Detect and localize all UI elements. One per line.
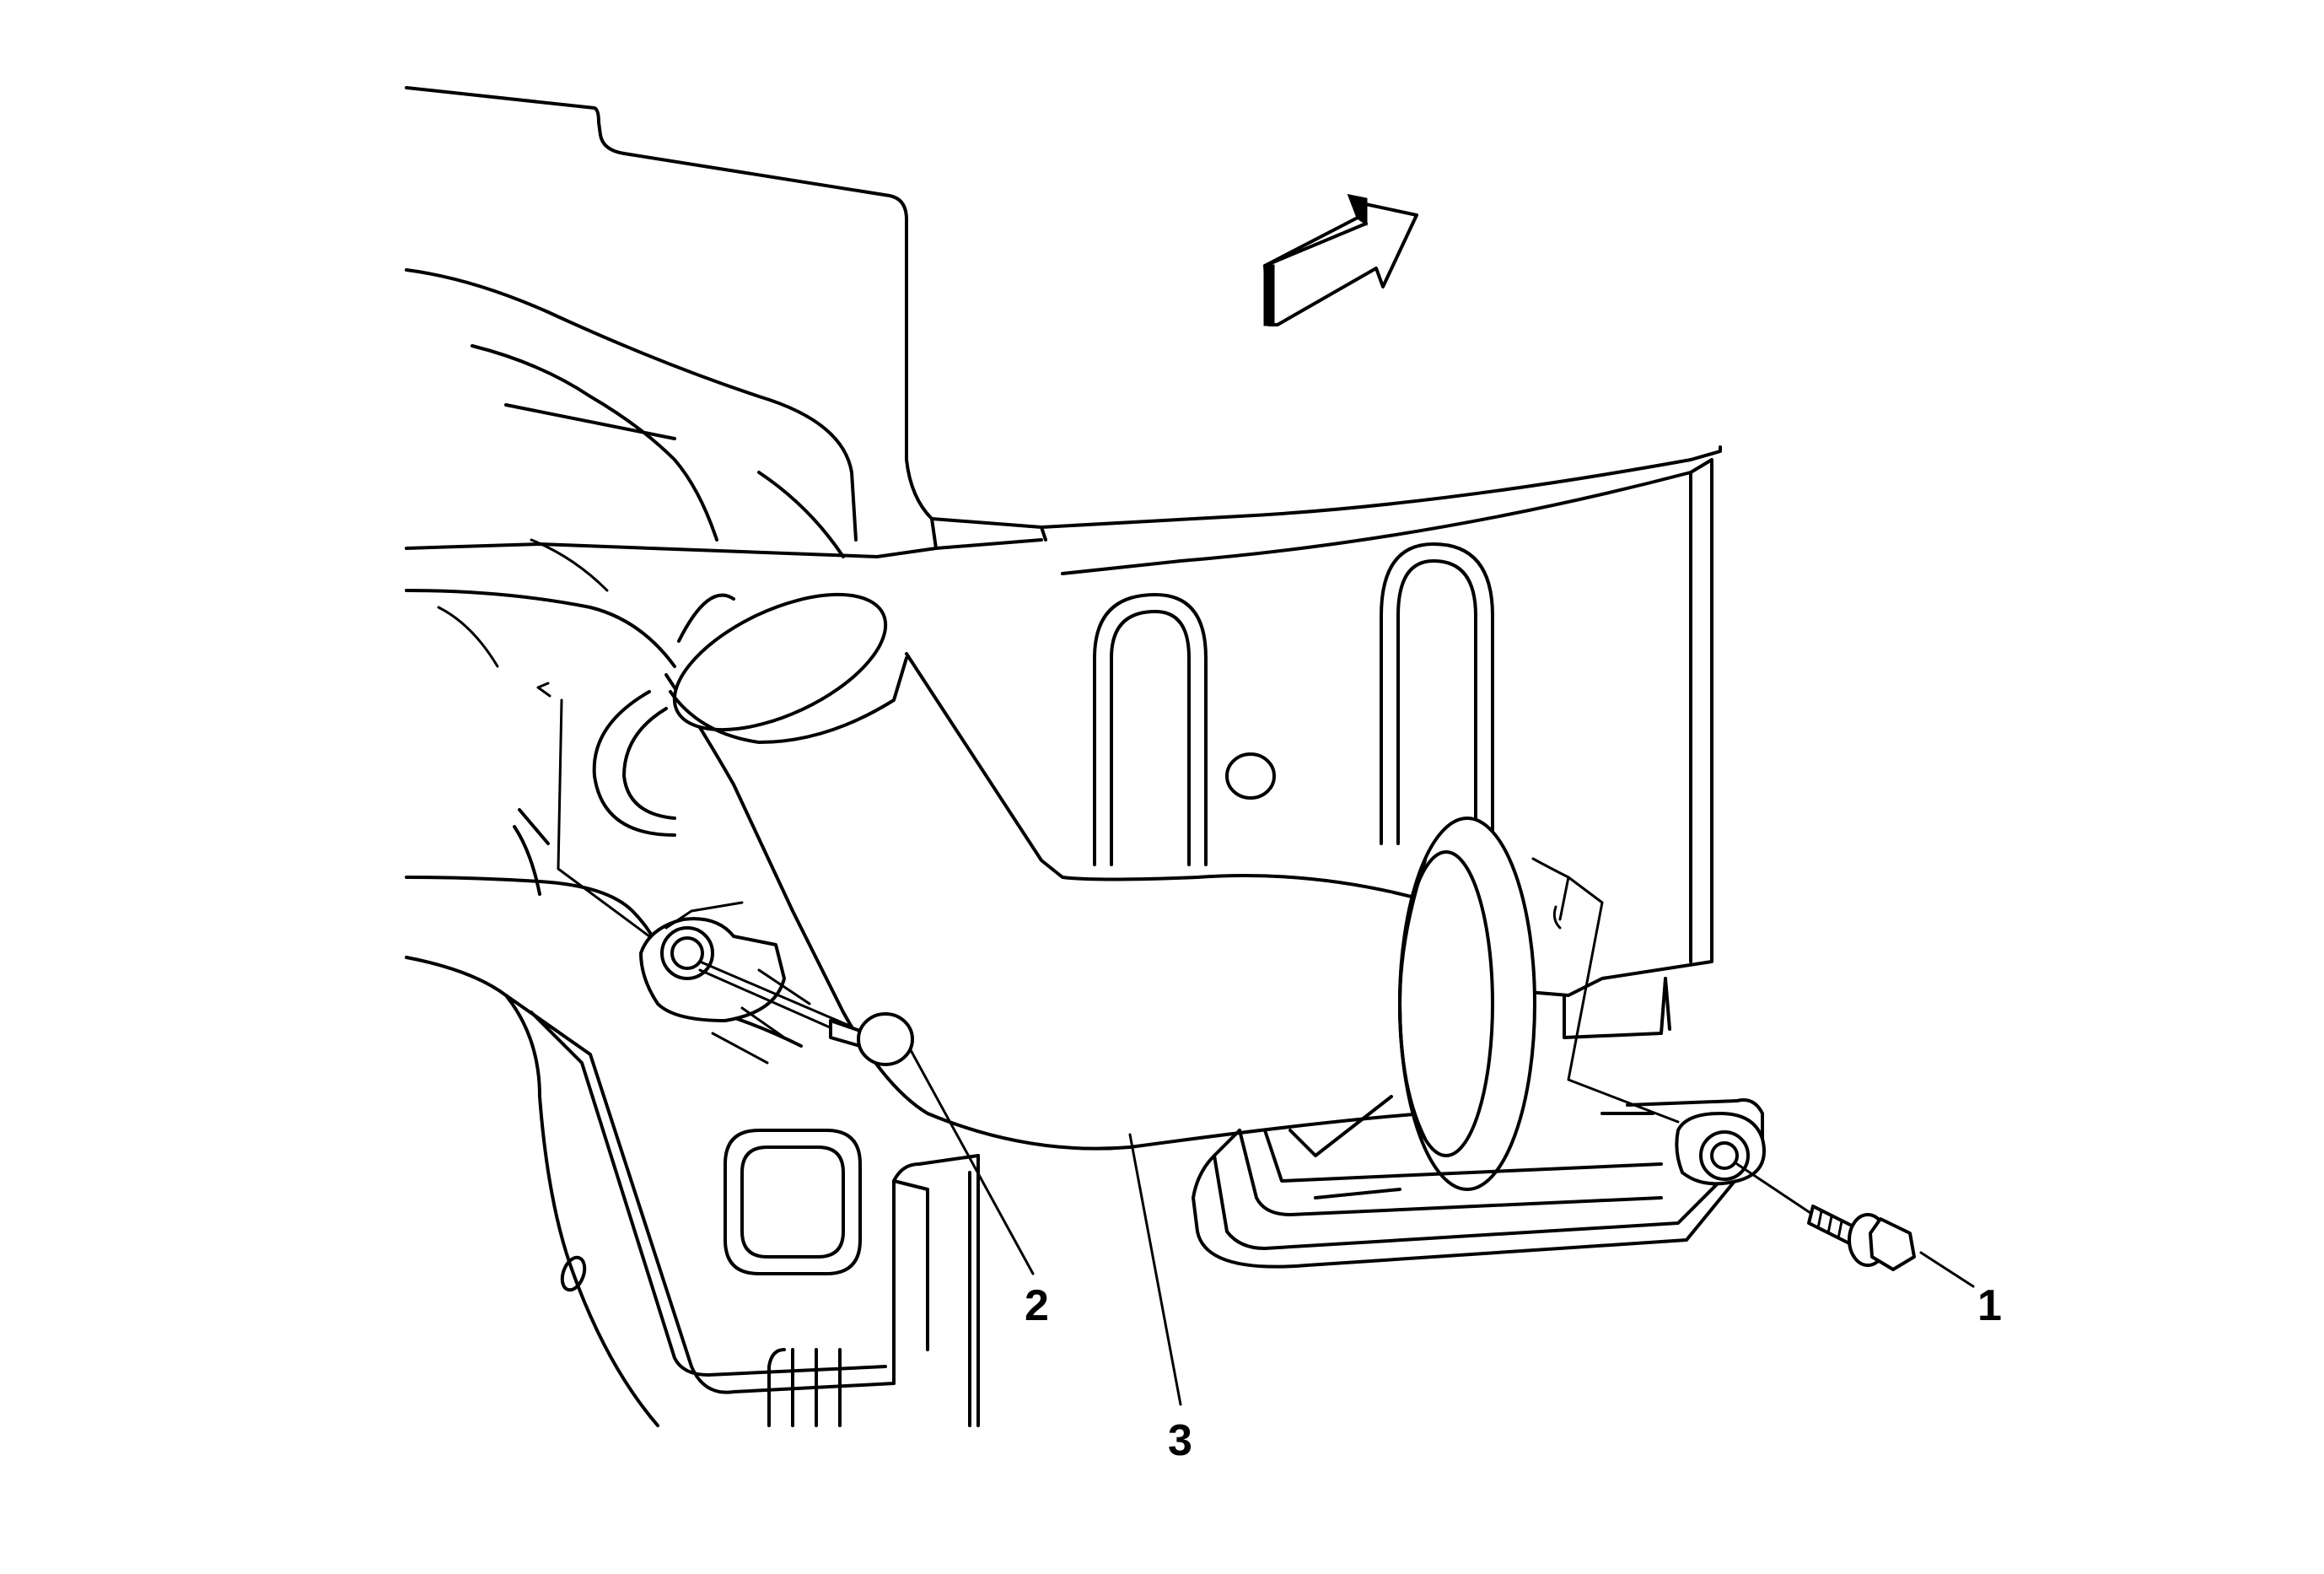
upper-left-cover [405, 268, 858, 668]
air-cleaner-housing [1061, 458, 1713, 1039]
callout-2-leader [909, 1048, 1035, 1275]
callout-label-1: 1 [1977, 1281, 2002, 1330]
left-frame-panel [405, 690, 980, 1427]
callout-label-2: 2 [1025, 1281, 1049, 1330]
upper-body-panel [405, 86, 1722, 558]
hex-bolt-fastener [1735, 1162, 1916, 1271]
callout-label-3: 3 [1168, 1416, 1192, 1465]
intake-duct [664, 592, 1536, 1191]
callout-1-leader [1919, 1251, 1975, 1288]
callout-labels: 1 2 3 [1025, 1281, 2002, 1465]
left-mounting-bracket [405, 876, 811, 1065]
locator-lines [536, 682, 1680, 1124]
callout-3-leader [1128, 1133, 1182, 1406]
forward-direction-arrow-icon [1263, 193, 1418, 326]
callout-leaders [909, 1048, 1975, 1406]
push-pin-fastener [698, 960, 914, 1066]
right-mounting-bracket [1192, 1095, 1766, 1269]
